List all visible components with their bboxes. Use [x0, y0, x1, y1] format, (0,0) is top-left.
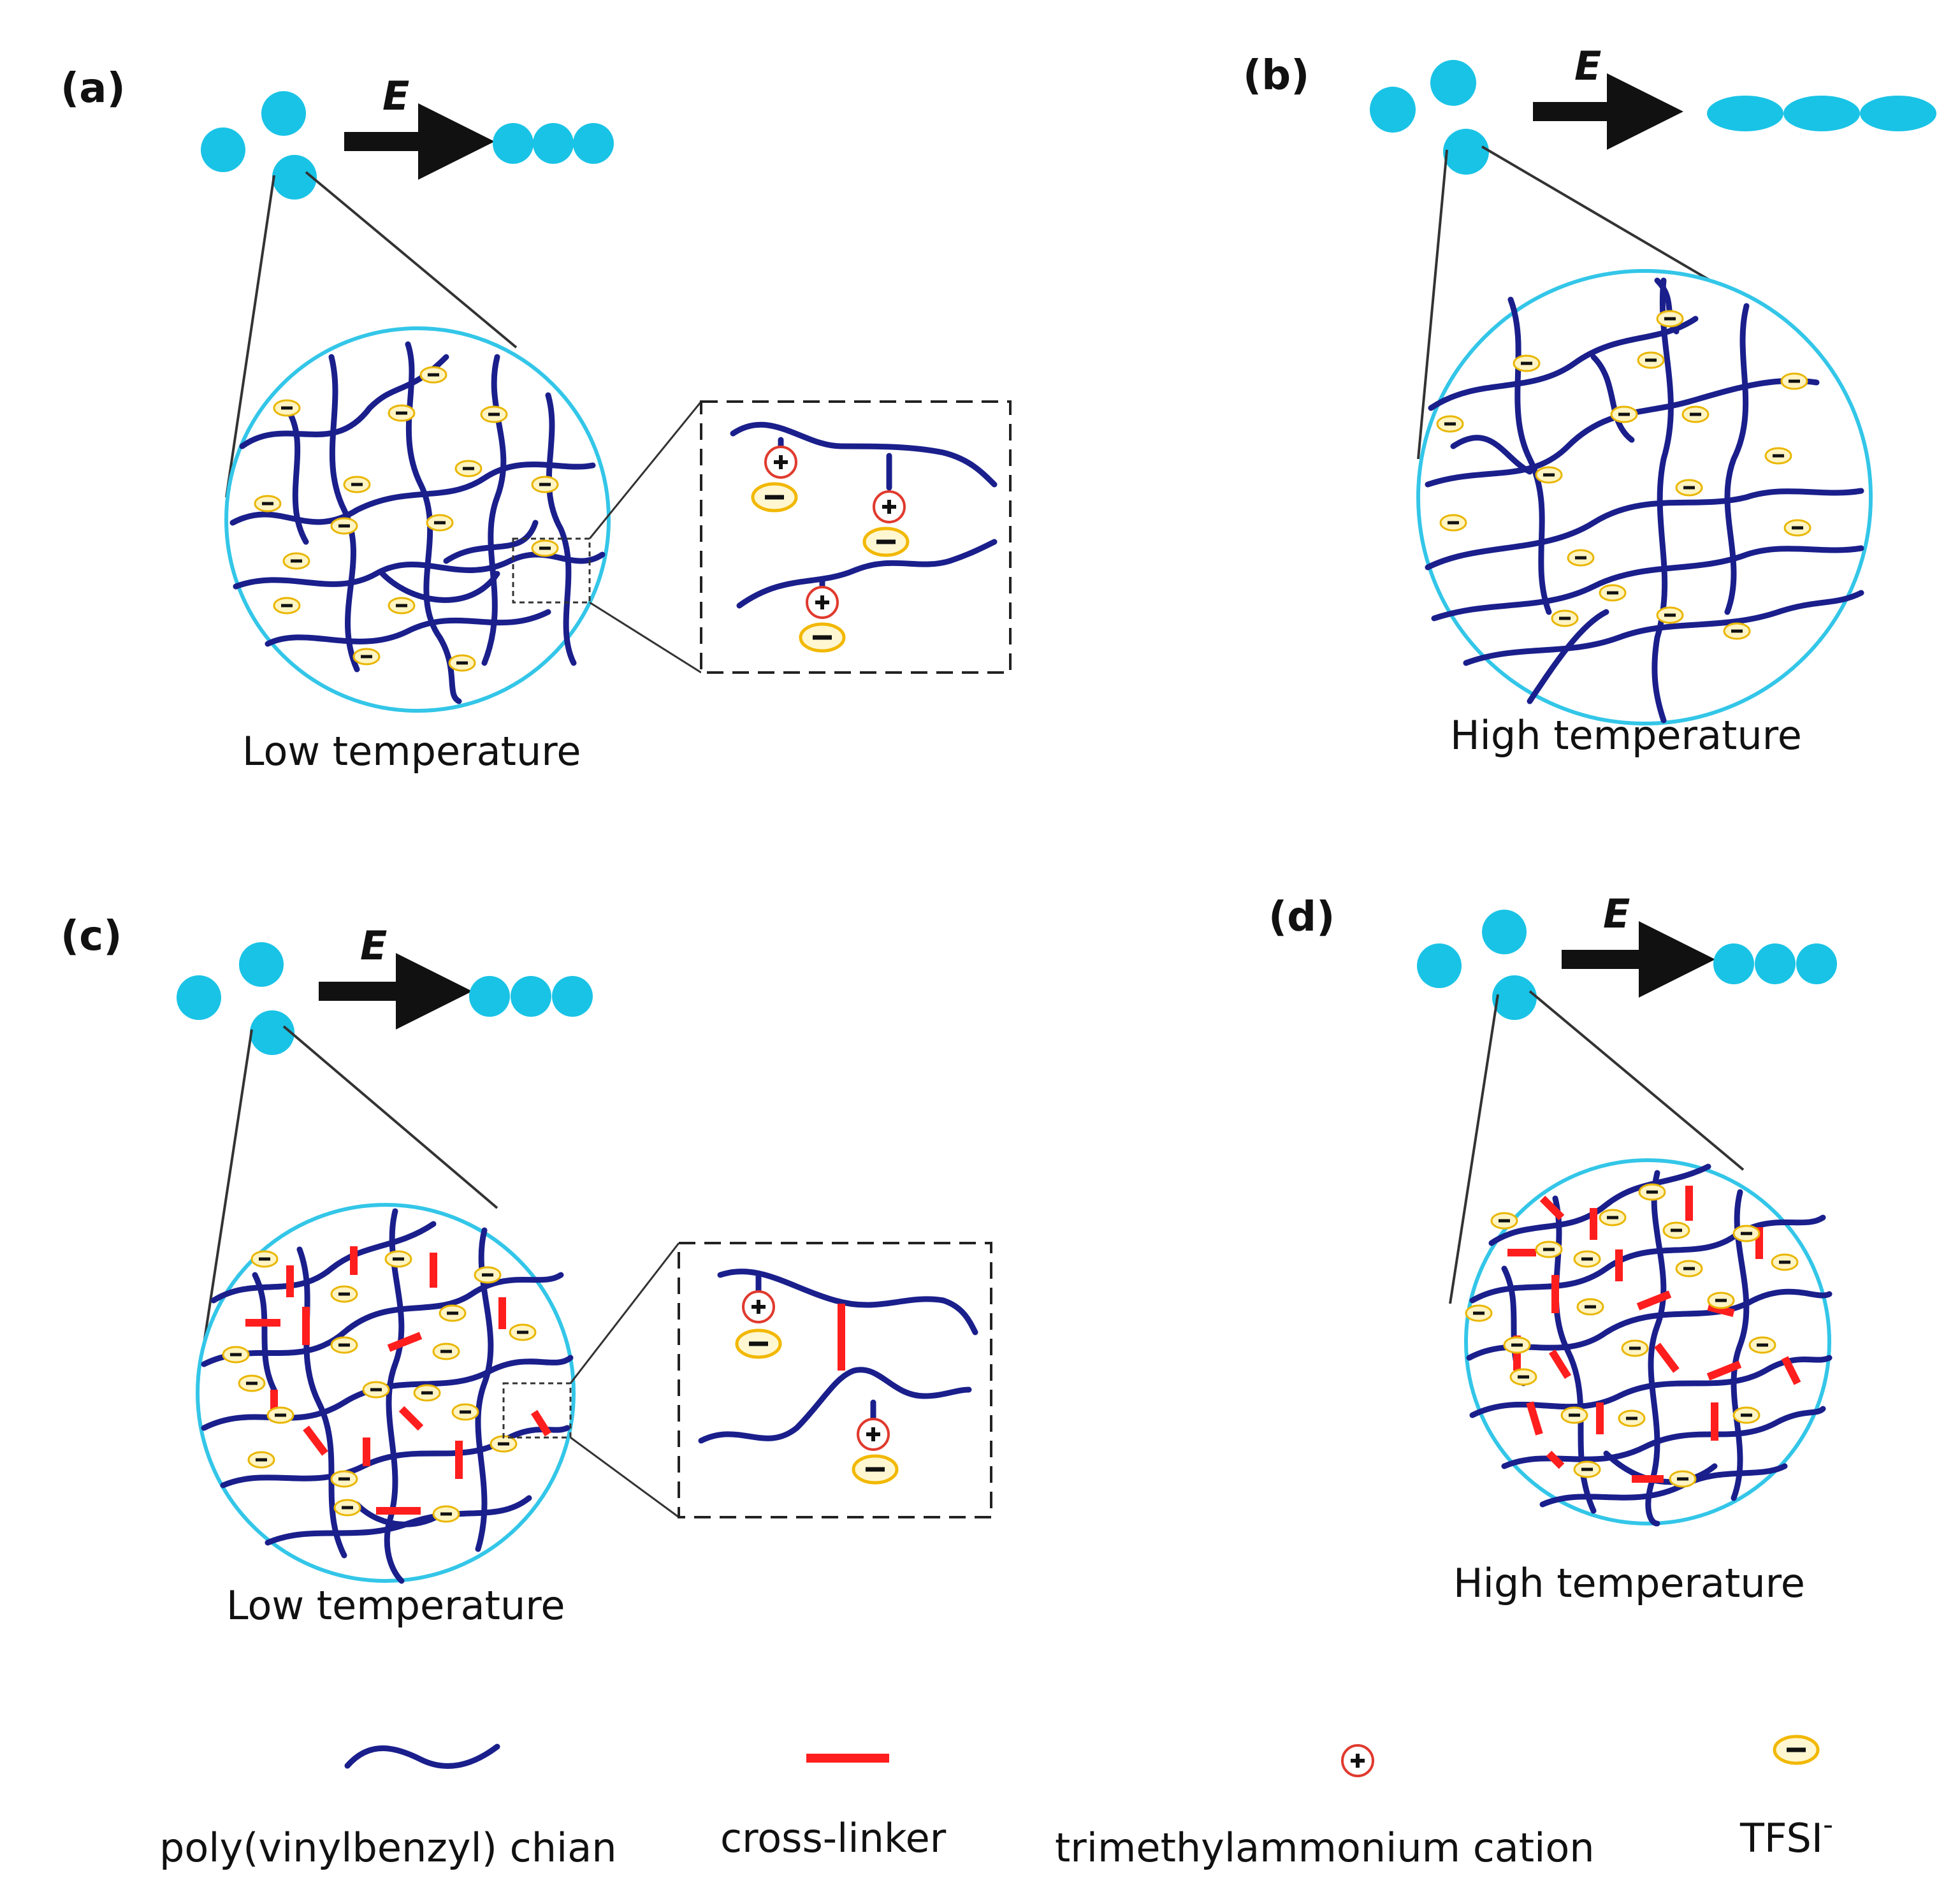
polymer-network-d [1464, 1158, 1833, 1527]
droplets-after-a [493, 123, 614, 164]
legend-crosslinker-label: cross-linker [720, 1815, 947, 1861]
droplets-before-b [1370, 60, 1489, 175]
caption-d: High temperature [1453, 1560, 1805, 1606]
inset-a [700, 400, 1012, 674]
droplets-after-d [1713, 943, 1837, 984]
panel-d: (d) E [1268, 891, 1837, 1606]
caption-a: Low temperature [242, 728, 581, 775]
field-label-b: E [1574, 43, 1601, 89]
caption-c: Low temperature [226, 1582, 565, 1629]
legend-anion-sup: - [1823, 1809, 1833, 1841]
legend: poly(vinylbenzyl) chian cross-linker tri… [159, 1736, 1833, 1871]
crosslinks-c [245, 1246, 552, 1515]
droplets-after-b [1707, 96, 1936, 131]
crosslinks-d [1507, 1186, 1801, 1483]
panel-a: (a) E [61, 65, 1012, 775]
zoom-line-d2 [1528, 990, 1745, 1171]
droplets-after-c [469, 976, 593, 1017]
zoom-line-c3 [569, 1242, 680, 1384]
legend-anion-text: TFSI [1739, 1815, 1823, 1861]
legend-anion: TFSI- [1739, 1736, 1833, 1861]
zoom-line-a4 [589, 601, 702, 674]
polymer-network-c [196, 1203, 576, 1584]
droplets-before-d [1417, 910, 1537, 1020]
field-label-a: E [382, 73, 409, 119]
caption-b: High temperature [1450, 712, 1802, 759]
field-label-c: E [360, 922, 387, 969]
legend-anion-label: TFSI- [1739, 1809, 1833, 1861]
legend-cation-label: trimethylammonium cation [1055, 1824, 1595, 1871]
zoom-box-small-a [512, 537, 591, 604]
legend-chain-label: poly(vinylbenzyl) chian [159, 1824, 617, 1871]
panel-b-label: (b) [1243, 52, 1309, 99]
plus-sign-icon [1342, 1745, 1373, 1776]
legend-chain: poly(vinylbenzyl) chian [159, 1743, 617, 1871]
zoom-line-a1 [225, 175, 275, 498]
zoom-line-c2 [282, 1025, 498, 1209]
droplets-before-a [201, 91, 317, 200]
zoom-line-b1 [1417, 149, 1448, 460]
zoom-line-a3 [588, 401, 702, 539]
zoom-line-c4 [570, 1436, 679, 1518]
zoom-line-c1 [200, 1029, 253, 1365]
zoom-line-d1 [1449, 994, 1499, 1304]
zoom-line-a2 [305, 171, 518, 349]
chain-swatch [344, 1743, 500, 1769]
legend-crosslinker: cross-linker [720, 1754, 947, 1861]
field-label-d: E [1603, 891, 1630, 937]
polymer-network-a [224, 326, 611, 713]
panel-d-label: (d) [1268, 894, 1335, 941]
polymer-network-b [1416, 269, 1873, 725]
panel-c-label: (c) [61, 913, 122, 960]
zoom-box-small-c [502, 1382, 572, 1439]
panel-b: (b) E [1243, 43, 1936, 759]
panel-a-label: (a) [61, 65, 126, 112]
inset-c [678, 1242, 992, 1518]
legend-cation: trimethylammonium cation [1055, 1745, 1595, 1871]
panel-c: (c) E [61, 913, 992, 1629]
minus-sign-icon [1775, 1736, 1818, 1763]
droplets-before-c [177, 942, 294, 1055]
